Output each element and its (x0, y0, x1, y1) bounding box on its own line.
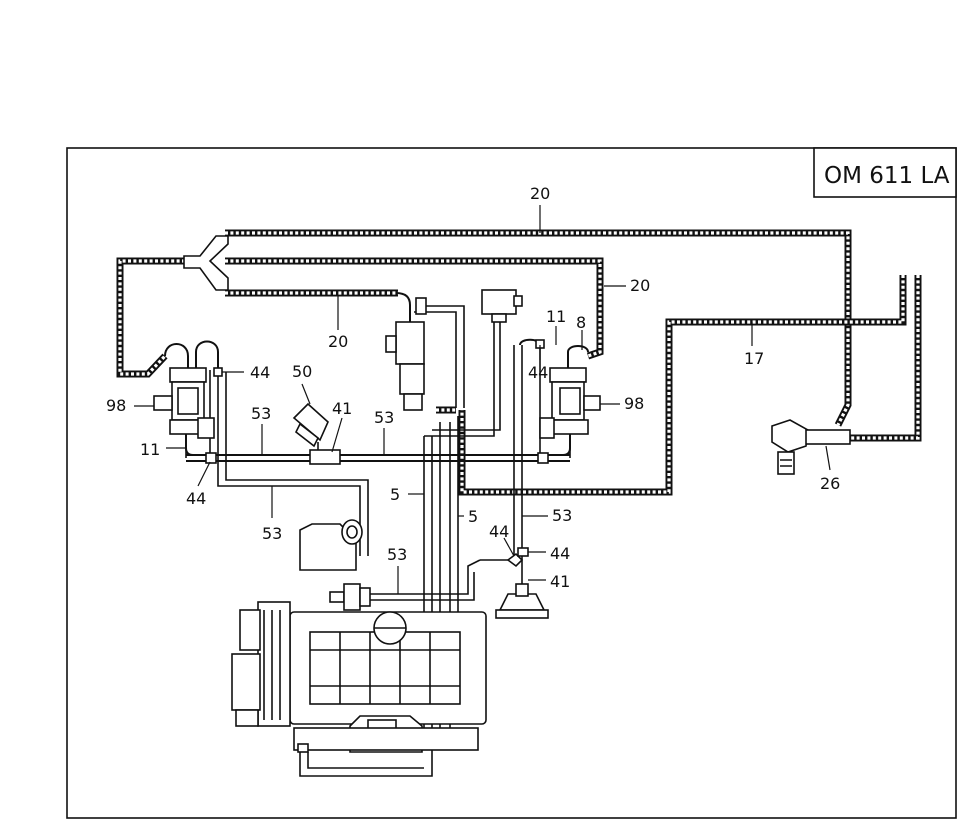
label-20-middle: 20 (328, 332, 348, 351)
valve-26 (771, 419, 851, 475)
title-box: OM 611 LA (813, 147, 957, 198)
label-5-b: 5 (468, 507, 478, 526)
label-8: 8 (576, 313, 586, 332)
dotted-hose-20-right-loop (225, 257, 604, 360)
label-17: 17 (744, 349, 764, 368)
label-26: 26 (820, 474, 840, 493)
filter-50 (292, 402, 341, 465)
label-20-top: 20 (530, 184, 550, 203)
label-11-left: 11 (140, 440, 160, 459)
label-44-right-top: 44 (528, 363, 548, 382)
label-44-low-a: 44 (489, 522, 509, 541)
switchover-valve (481, 289, 523, 323)
label-98-left: 98 (106, 396, 126, 415)
part-labels: 20 20 20 17 11 8 44 44 50 41 98 98 53 53… (106, 184, 840, 591)
engine-block (231, 601, 487, 753)
label-53-right: 53 (552, 506, 572, 525)
dotted-hose-20-left-loop (116, 257, 185, 378)
label-44-bottom-left: 44 (186, 489, 206, 508)
label-11-right: 11 (546, 307, 566, 326)
damper-41 (495, 547, 549, 619)
label-44-left: 44 (250, 363, 270, 382)
label-41-middle: 41 (332, 399, 352, 418)
pressure-converter (385, 292, 427, 411)
vacuum-unit-left (299, 519, 363, 571)
dotted-hose-17 (458, 275, 907, 496)
left-vacuum-valve (153, 340, 223, 464)
label-20-right: 20 (630, 276, 650, 295)
label-50: 50 (292, 362, 312, 381)
actuator-low (329, 583, 371, 611)
label-53-bottom: 53 (387, 545, 407, 564)
label-41-low: 41 (550, 572, 570, 591)
dotted-hose-17-right (850, 275, 922, 442)
y-junction (183, 235, 229, 291)
leader-lines (134, 205, 831, 594)
right-vacuum-valve (519, 338, 601, 464)
title-text: OM 611 LA (824, 163, 950, 189)
label-5-a: 5 (390, 485, 400, 504)
label-44-low-b: 44 (550, 544, 570, 563)
label-53-left: 53 (251, 404, 271, 423)
diagram-frame (66, 147, 957, 819)
label-53-middle: 53 (374, 408, 394, 427)
label-53-low: 53 (262, 524, 282, 543)
label-98-right: 98 (624, 394, 644, 413)
